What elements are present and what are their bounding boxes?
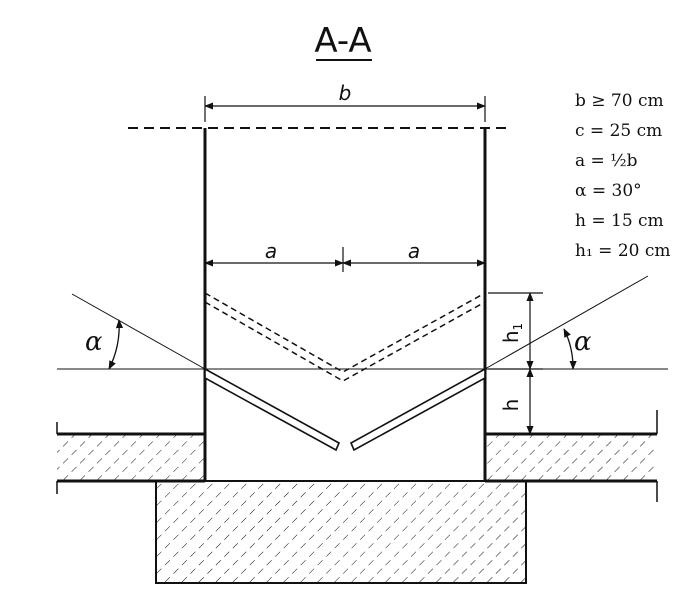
legend: b ≥ 70 cm c = 25 cm a = ½b α = 30° h = 1… xyxy=(575,91,671,261)
incline-line-left xyxy=(71,293,206,370)
angle-label-left: α xyxy=(85,327,103,357)
legend-line-3: a = ½b xyxy=(575,151,638,171)
dim-h1-label-main: h xyxy=(499,330,523,343)
dim-b-label: b xyxy=(339,81,352,105)
dim-a-label-right: a xyxy=(408,239,420,263)
incline-line-right xyxy=(484,275,649,370)
left-ground-fill xyxy=(57,434,205,480)
angle-arc-left xyxy=(108,319,124,370)
dim-h1-label-sub: 1 xyxy=(511,323,525,331)
dim-h-label: h xyxy=(499,399,523,412)
right-ground-fill xyxy=(485,434,657,480)
dim-h1-label: h1 xyxy=(499,323,525,343)
angle-arc-right xyxy=(563,328,577,370)
legend-line-5: h = 15 cm xyxy=(575,211,664,231)
dim-h-label-text: h xyxy=(499,399,523,412)
grate-plate-left xyxy=(204,367,341,452)
grate-plate-right xyxy=(349,367,486,452)
svg-text:h1: h1 xyxy=(499,323,525,343)
dim-a-label-left: a xyxy=(265,239,277,263)
grate-upper-dashed-outer xyxy=(204,292,486,373)
legend-line-1: b ≥ 70 cm xyxy=(575,91,664,111)
legend-line-2: c = 25 cm xyxy=(575,121,662,141)
legend-line-4: α = 30° xyxy=(575,181,642,201)
section-title: A-A xyxy=(314,21,371,61)
foundation-slab xyxy=(155,480,527,584)
grate-upper-dashed-inner xyxy=(204,301,486,382)
legend-line-6: h₁ = 20 cm xyxy=(575,241,671,261)
angle-label-right: α xyxy=(574,327,592,357)
